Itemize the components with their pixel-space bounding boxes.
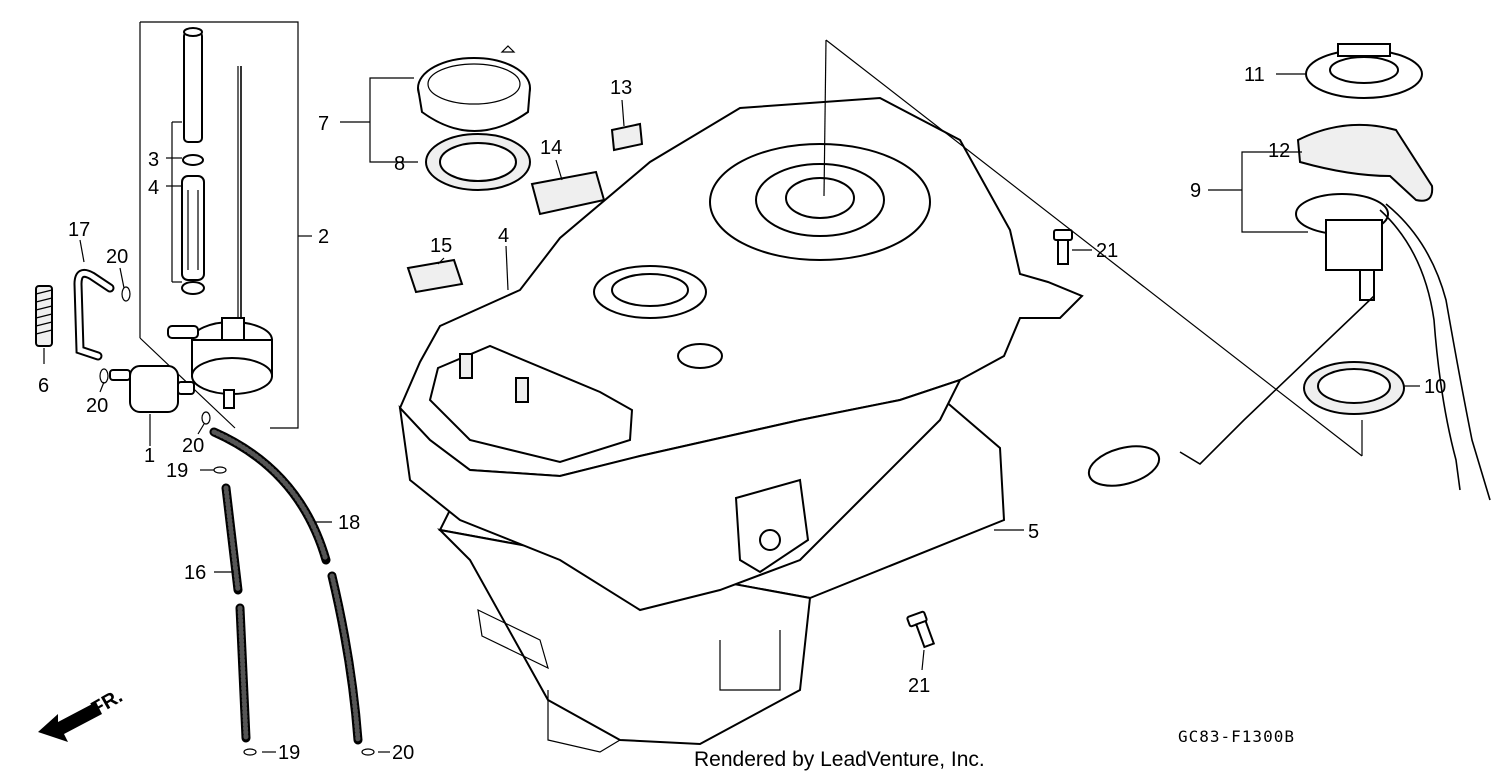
callout-3: 3: [148, 149, 159, 171]
callout-16: 16: [184, 562, 206, 584]
hose-part-18: [209, 427, 363, 745]
callout-15: 15: [430, 235, 452, 257]
callout-17: 17: [68, 219, 90, 241]
callout-12: 12: [1268, 140, 1290, 162]
label-part-13: [610, 122, 644, 152]
callout-4-pipe: 4: [148, 177, 159, 199]
hose-part-16: [221, 483, 251, 743]
callout-7: 7: [318, 113, 329, 135]
fuel-tank-part-4: [398, 96, 1084, 753]
fuel-pump-part-9: [1087, 193, 1491, 501]
fuel-cap-part-7: [417, 45, 531, 132]
callout-19-lower: 19: [278, 742, 300, 764]
callout-4-tank: 4: [498, 225, 509, 247]
gasket-part-10: [1303, 361, 1405, 415]
callout-19-upper: 19: [166, 460, 188, 482]
callout-1: 1: [144, 445, 155, 467]
fuel-cock: [167, 66, 273, 409]
callout-20-b: 20: [86, 395, 108, 417]
diagram-code: GC83-F1300B: [1178, 727, 1295, 746]
bolt-part-21-lower: [906, 610, 936, 649]
callout-18: 18: [338, 512, 360, 534]
hose-part-17: [73, 268, 115, 361]
label-part-15: [406, 258, 464, 294]
callout-10: 10: [1424, 376, 1446, 398]
callout-20-a: 20: [106, 246, 128, 268]
render-credit: Rendered by LeadVenture, Inc.: [694, 748, 985, 771]
clamps: [99, 286, 375, 756]
lock-ring-part-11: [1305, 43, 1423, 99]
callout-20-c: 20: [182, 435, 204, 457]
callout-21-upper: 21: [1096, 240, 1118, 262]
callout-21-lower: 21: [908, 675, 930, 697]
callout-13: 13: [610, 77, 632, 99]
callout-20-d: 20: [392, 742, 414, 764]
callout-8: 8: [394, 153, 405, 175]
callout-leaders: [43, 73, 1420, 753]
cover-part-12: [1296, 123, 1434, 202]
gasket-part-8: [425, 133, 531, 191]
callout-5: 5: [1028, 521, 1039, 543]
fuel-filter-part-1: [109, 365, 195, 413]
spring-part-6: [35, 285, 53, 347]
callout-2: 2: [318, 226, 329, 248]
callout-6: 6: [38, 375, 49, 397]
front-direction-arrow-icon: [38, 702, 102, 742]
strainer-pipe: [181, 27, 205, 295]
bolt-part-21-upper: [1053, 229, 1073, 265]
label-part-14: [530, 170, 606, 216]
callout-11: 11: [1244, 64, 1265, 86]
callout-9: 9: [1190, 180, 1201, 202]
callout-14: 14: [540, 137, 562, 159]
